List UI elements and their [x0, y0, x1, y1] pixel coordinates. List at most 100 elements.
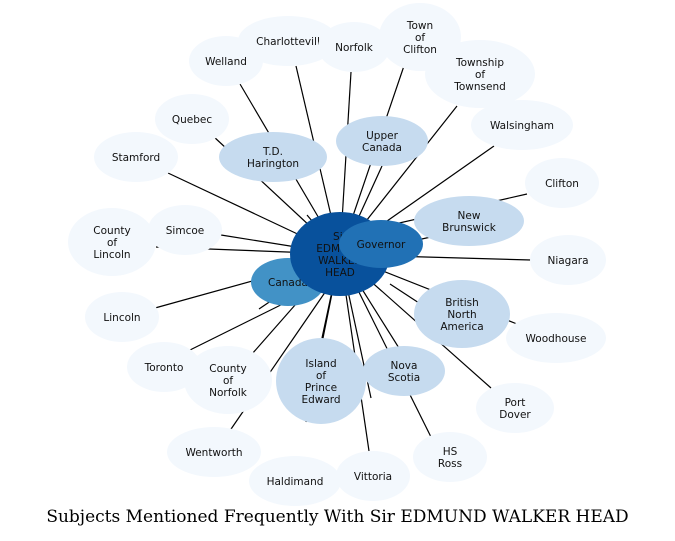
node-label: New [458, 210, 481, 222]
node-ellipse [148, 205, 222, 255]
node-label: North [447, 309, 476, 321]
node-label: of [316, 370, 326, 382]
node-ellipse [414, 280, 510, 348]
node-ellipse [94, 132, 178, 182]
node-label: Lincoln [93, 249, 130, 261]
node-ellipse [425, 40, 535, 108]
node-clifton: Clifton [525, 158, 599, 208]
node-ellipse [249, 456, 341, 506]
node-ellipse [506, 313, 606, 363]
node-label: Haldimand [267, 476, 324, 488]
node-label: Clifton [403, 44, 437, 56]
node-label: HS [443, 446, 458, 458]
node-niagara: Niagara [530, 235, 606, 285]
node-ellipse [336, 116, 428, 166]
node-woodhouse: Woodhouse [506, 313, 606, 363]
node-vittoria: Vittoria [336, 451, 410, 501]
node-label: Niagara [547, 255, 588, 267]
node-ellipse [127, 342, 201, 392]
node-label: British [445, 297, 479, 309]
node-ellipse [413, 432, 487, 482]
node-ellipse [68, 208, 156, 276]
node-label: Walsingham [490, 120, 554, 132]
node-ellipse [318, 22, 390, 72]
node-label: Toronto [144, 362, 184, 374]
node-ellipse [339, 220, 423, 268]
node-label: America [440, 321, 483, 333]
node-label: of [223, 375, 233, 387]
node-label: Canada [268, 277, 308, 289]
node-label: Nova [391, 360, 418, 372]
node-label: Norfolk [335, 42, 374, 54]
node-haldimand: Haldimand [249, 456, 341, 506]
node-ellipse [219, 132, 327, 182]
node-lincoln: Lincoln [85, 292, 159, 342]
node-label: Lincoln [103, 312, 140, 324]
node-ellipse [155, 94, 229, 144]
node-label: Brunswick [442, 222, 497, 234]
node-label: Township [455, 57, 504, 69]
node-walsingham: Walsingham [471, 100, 573, 150]
node-label: Clifton [545, 178, 579, 190]
node-wentworth: Wentworth [167, 427, 261, 477]
node-quebec: Quebec [155, 94, 229, 144]
node-label: Simcoe [166, 225, 204, 237]
node-stamford: Stamford [94, 132, 178, 182]
node-label: Upper [366, 130, 398, 142]
node-label: Island [305, 358, 336, 370]
node-label: T.D. [262, 146, 283, 158]
node-norfolk: Norfolk [318, 22, 390, 72]
node-simcoe: Simcoe [148, 205, 222, 255]
node-ellipse [363, 346, 445, 396]
node-label: County [93, 225, 130, 237]
node-label: Wentworth [185, 447, 242, 459]
node-label: Woodhouse [526, 333, 587, 345]
node-ellipse [184, 346, 272, 414]
node-label: Harington [247, 158, 299, 170]
node-label: of [415, 32, 425, 44]
node-label: Scotia [388, 372, 420, 384]
node-label: Canada [362, 142, 402, 154]
node-label: Ross [438, 458, 462, 470]
node-label: Edward [301, 394, 340, 406]
node-ellipse [414, 196, 524, 246]
node-ellipse [167, 427, 261, 477]
node-label: Welland [205, 56, 247, 68]
node-label: Quebec [172, 114, 213, 126]
node-label: Charlottevill [256, 36, 320, 48]
node-label: Town [406, 20, 433, 32]
node-label: Stamford [112, 152, 160, 164]
node-label: Townsend [453, 81, 506, 93]
node-label: Prince [305, 382, 337, 394]
node-td-harington: T.D.Harington [219, 132, 327, 182]
node-label: Port [505, 397, 526, 409]
node-ellipse [85, 292, 159, 342]
node-label: Dover [499, 409, 531, 421]
node-label: HEAD [325, 267, 355, 279]
node-ellipse [276, 338, 366, 424]
node-ellipse [530, 235, 606, 285]
node-ellipse [471, 100, 573, 150]
node-label: Vittoria [354, 471, 392, 483]
node-label: Governor [357, 239, 406, 251]
node-toronto: Toronto [127, 342, 201, 392]
node-label: County [209, 363, 246, 375]
diagram-caption: Subjects Mentioned Frequently With Sir E… [46, 507, 629, 527]
node-label: of [475, 69, 485, 81]
node-ellipse [476, 383, 554, 433]
node-ellipse [525, 158, 599, 208]
node-ellipse [336, 451, 410, 501]
node-label: Norfolk [209, 387, 248, 399]
node-governor: Governor [339, 220, 423, 268]
